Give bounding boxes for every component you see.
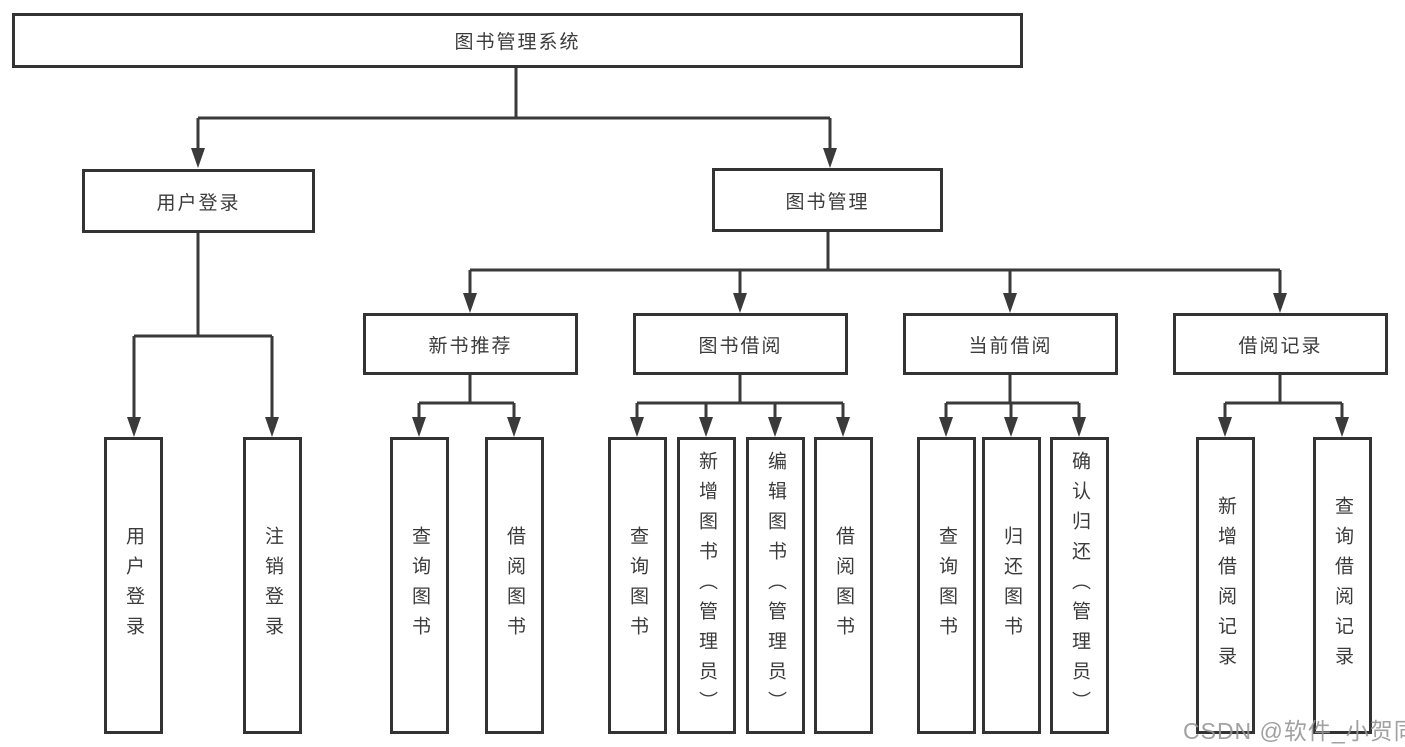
- node-book-borrow: 图书借阅: [633, 313, 848, 375]
- node-leaf-return-books: 归还图书: [982, 437, 1041, 734]
- node-leaf-borrow-query-books-label: 查询图书: [627, 525, 648, 646]
- connector-current-to-children: [939, 375, 1086, 437]
- node-leaf-confirm-return-admin: 确认归还（管理员）: [1050, 437, 1109, 734]
- node-leaf-rec-borrow-books-label: 借阅图书: [504, 525, 525, 646]
- node-leaf-borrow-books-label: 借阅图书: [833, 525, 854, 646]
- node-leaf-logout: 注销登录: [243, 437, 302, 734]
- node-root: 图书管理系统: [12, 13, 1023, 68]
- node-leaf-rec-borrow-books: 借阅图书: [485, 437, 544, 734]
- connector-records-to-children: [1218, 375, 1349, 437]
- node-leaf-current-query-books: 查询图书: [917, 437, 976, 734]
- node-book-management-label: 图书管理: [785, 191, 870, 213]
- node-leaf-rec-query-books: 查询图书: [390, 437, 449, 734]
- node-leaf-user-login: 用户登录: [104, 437, 163, 734]
- node-leaf-return-books-label: 归还图书: [1001, 525, 1022, 646]
- node-leaf-current-query-books-label: 查询图书: [936, 525, 957, 646]
- node-leaf-logout-label: 注销登录: [262, 525, 283, 646]
- connector-login-to-children: [127, 233, 279, 437]
- csdn-watermark: CSDN @软件_小贺同学: [1183, 718, 1405, 744]
- node-leaf-rec-query-books-label: 查询图书: [409, 525, 430, 646]
- connector-mgmt-to-level3: [463, 232, 1287, 313]
- node-book-borrow-label: 图书借阅: [698, 335, 783, 357]
- connector-borrow-to-children: [630, 375, 850, 437]
- connector-rec-to-children: [412, 375, 521, 437]
- node-user-login-label: 用户登录: [156, 192, 241, 214]
- node-leaf-add-borrow-record-label: 新增借阅记录: [1215, 495, 1236, 676]
- node-current-borrow-label: 当前借阅: [968, 335, 1053, 357]
- node-leaf-add-books-admin-label: 新增图书（管理员）: [696, 450, 717, 721]
- node-leaf-confirm-return-admin-label: 确认归还（管理员）: [1069, 450, 1090, 721]
- node-borrow-records: 借阅记录: [1173, 313, 1388, 375]
- node-borrow-records-label: 借阅记录: [1238, 335, 1323, 357]
- node-leaf-edit-books-admin-label: 编辑图书（管理员）: [765, 450, 786, 721]
- node-leaf-edit-books-admin: 编辑图书（管理员）: [746, 437, 805, 734]
- node-new-book-recommend-label: 新书推荐: [428, 335, 513, 357]
- node-leaf-user-login-label: 用户登录: [123, 525, 144, 646]
- node-root-label: 图书管理系统: [454, 32, 581, 53]
- node-new-book-recommend: 新书推荐: [363, 313, 578, 375]
- node-leaf-query-borrow-record: 查询借阅记录: [1313, 437, 1372, 734]
- connector-root-to-level2: [191, 68, 837, 168]
- node-leaf-query-borrow-record-label: 查询借阅记录: [1332, 495, 1353, 676]
- node-leaf-borrow-query-books: 查询图书: [608, 437, 667, 734]
- node-leaf-add-books-admin: 新增图书（管理员）: [677, 437, 736, 734]
- node-current-borrow: 当前借阅: [903, 313, 1118, 375]
- node-leaf-borrow-books: 借阅图书: [814, 437, 873, 734]
- node-book-management: 图书管理: [712, 168, 943, 232]
- node-leaf-add-borrow-record: 新增借阅记录: [1196, 437, 1255, 734]
- node-user-login: 用户登录: [82, 169, 315, 233]
